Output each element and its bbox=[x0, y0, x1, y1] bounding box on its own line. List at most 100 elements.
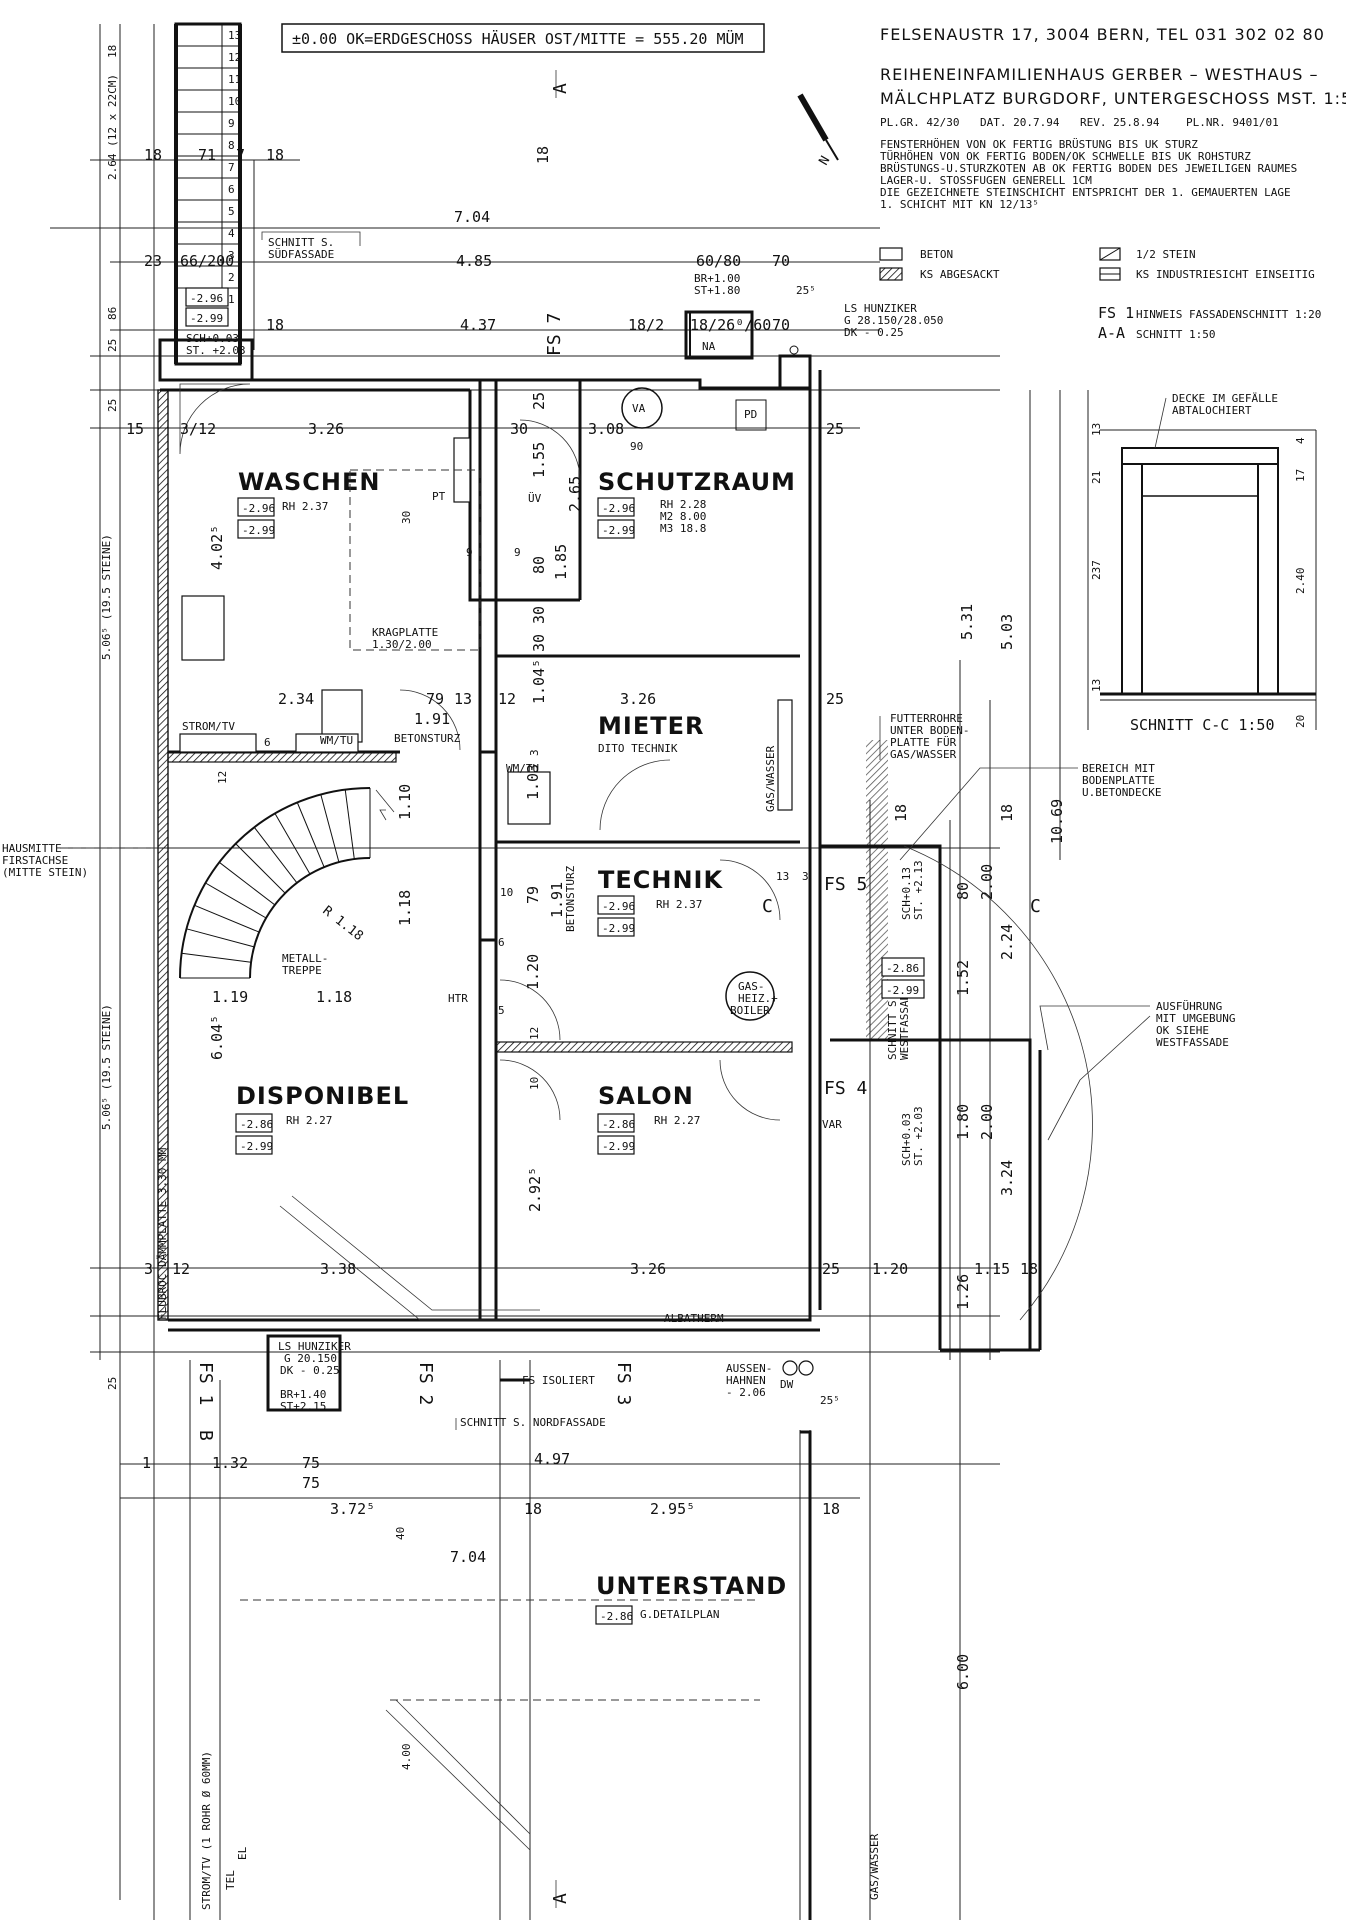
room-code-disponibel-2: -2.99 bbox=[240, 1140, 273, 1153]
dim-75-a: 75 bbox=[302, 1454, 320, 1472]
betonsturz-label: BETONSTURZ bbox=[394, 732, 461, 745]
plan-note-3: BRÜSTUNGS-U.STURZKOTEN AB OK FERTIG BODE… bbox=[880, 162, 1297, 175]
room-name-mieter: MIETER bbox=[598, 712, 704, 740]
gas-boiler-line2: HEIZ.+ bbox=[738, 992, 778, 1005]
room-extra-schutzraum-2: M3 18.8 bbox=[660, 522, 706, 535]
project-title-line1: REIHENEINFAMILIENHAUS GERBER – WESTHAUS … bbox=[880, 65, 1318, 84]
spiral-stair-tread bbox=[296, 802, 325, 868]
pt-label: PT bbox=[432, 490, 446, 503]
gas-wasser-label: GAS/WASSER bbox=[764, 745, 777, 812]
room-rh-waschen: RH 2.37 bbox=[282, 500, 328, 513]
room-name-schutzraum: SCHUTZRAUM bbox=[598, 468, 796, 496]
fs-marker-2: FS 2 bbox=[415, 1362, 436, 1405]
dim-10: 10 bbox=[500, 886, 513, 899]
spiral-stair-tread bbox=[253, 826, 298, 884]
dim-10-69: 10.69 bbox=[1048, 799, 1066, 844]
reference-level-text: ±0.00 OK=ERDGESCHOSS HÄUSER OST/MITTE = … bbox=[292, 29, 744, 48]
cut-marker-c-left: C bbox=[762, 896, 773, 917]
stair-step-number: 11 bbox=[228, 73, 241, 86]
sch-top-line1: SCH+0.03 bbox=[186, 332, 239, 345]
dim-30-d: 30 bbox=[400, 511, 413, 524]
room-rh-schutzraum: RH 2.28 bbox=[660, 498, 706, 511]
dim-10-b: 10 bbox=[528, 1077, 541, 1090]
dim-minus-2-99: -2.99 bbox=[886, 984, 919, 997]
room-code-waschen-1: -2.96 bbox=[242, 502, 275, 515]
dim-25-c: 25 bbox=[826, 690, 844, 708]
dim-18-g-right: 18 bbox=[892, 804, 910, 822]
legend: BETON KS ABGESACKT 1/2 STEIN KS INDUSTRI… bbox=[879, 247, 1321, 342]
section-cc-dim-2: 21 bbox=[1090, 471, 1103, 484]
dim-1-55: 1.55 bbox=[530, 442, 548, 478]
sch-lower-line2: ST. +2.03 bbox=[912, 1106, 925, 1166]
pd-label: PD bbox=[744, 408, 757, 421]
legend-symbol-half-stone bbox=[1099, 247, 1121, 261]
room-code-unterstand-1: -2.86 bbox=[600, 1610, 633, 1623]
aussenhahnen-line3: - 2.06 bbox=[726, 1386, 766, 1399]
building-walls bbox=[157, 310, 1042, 1920]
dim-2-00-a: 2.00 bbox=[978, 1104, 996, 1140]
dim-71: 71 bbox=[198, 146, 216, 164]
dim-stair-code-2: -2.99 bbox=[190, 312, 223, 325]
pd-box bbox=[735, 399, 767, 431]
plan-meta-2: DAT. 20.7.94 bbox=[980, 116, 1060, 129]
hausmitte-line2: FIRSTACHSE bbox=[2, 854, 68, 867]
dim-1-15: 1.15 bbox=[974, 1260, 1010, 1278]
dim-3-26-c: 3.26 bbox=[630, 1260, 666, 1278]
ls-bottom-line3: DK - 0.25 bbox=[280, 1364, 340, 1377]
dim-6-b: 6 bbox=[498, 936, 505, 949]
metall-treppe-line2: TREPPE bbox=[282, 964, 322, 977]
fs-isoliert-label: FS ISOLIERT bbox=[522, 1374, 595, 1387]
room-rh-disponibel: RH 2.27 bbox=[286, 1114, 332, 1127]
ls-bottom-line2: G 20.150 bbox=[284, 1352, 337, 1365]
daemmplatte-label: FLUBROC DÄMMPLATTE 3.30 MM bbox=[156, 1147, 169, 1320]
dim-1-18-a: 1.18 bbox=[396, 890, 414, 926]
dim-9-a: 9 bbox=[466, 546, 473, 559]
fs-marker-4: FS 4 bbox=[824, 1078, 867, 1099]
dim-30-c: 30 bbox=[530, 634, 548, 652]
dim-30: 30 bbox=[510, 420, 528, 438]
dim-75-b: 75 bbox=[302, 1474, 320, 1492]
va-label: VA bbox=[632, 402, 646, 415]
room-extra-schutzraum-1: M2 8.00 bbox=[660, 510, 706, 523]
bereich-line2: BODENPLATTE bbox=[1082, 774, 1155, 787]
dim-6-00: 6.00 bbox=[954, 1654, 972, 1690]
dim-3-c: 3 bbox=[802, 870, 809, 883]
section-cc-note-2: ABTALOCHIERT bbox=[1172, 404, 1252, 417]
dim-2-00-b: 2.00 bbox=[978, 864, 996, 900]
dim-1-26: 1.26 bbox=[954, 1274, 972, 1310]
kragplatte-line1: KRAGPLATTE bbox=[372, 626, 438, 639]
gas-boiler-line1: GAS- bbox=[738, 980, 765, 993]
legend-fs-label: HINWEIS FASSADENSCHNITT 1:20 bbox=[1136, 308, 1321, 321]
dim-25-left: 25 bbox=[106, 339, 119, 352]
dim-5-03: 5.03 bbox=[998, 614, 1016, 650]
dim-1-10: 1.10 bbox=[396, 784, 414, 820]
dim-18-stair: 18 bbox=[106, 45, 119, 58]
stair-step-number: 10 bbox=[228, 95, 241, 108]
room-code-schutzraum-2: -2.99 bbox=[602, 524, 635, 537]
dim-18-a: 18 bbox=[144, 146, 162, 164]
spiral-stair-tread bbox=[194, 904, 260, 933]
ausfuehrung-line1: AUSFÜHRUNG bbox=[1156, 1000, 1222, 1013]
room-unterstand: UNTERSTAND -2.86 G.DETAILPLAN bbox=[595, 1572, 786, 1625]
uev-label: ÜV bbox=[528, 492, 542, 505]
legend-label-ks-industrie: KS INDUSTRIESICHT EINSEITIG bbox=[1136, 268, 1315, 281]
dim-1-03: 1.03 bbox=[524, 764, 542, 800]
betonsturz-label-2: BETONSTURZ bbox=[564, 865, 577, 932]
dim-15: 15 bbox=[126, 420, 144, 438]
stair-step-number: 2 bbox=[228, 271, 235, 284]
dim-12-d: 12 bbox=[172, 1260, 190, 1278]
ls-top-line1: LS HUNZIKER bbox=[844, 302, 917, 315]
legend-symbol-beton bbox=[879, 247, 903, 261]
dim-25-e: 25 bbox=[106, 399, 119, 412]
dim-7-04-b: 7.04 bbox=[450, 1548, 486, 1566]
room-code-technik-1: -2.96 bbox=[602, 900, 635, 913]
dim-6-045: 6.04⁵ bbox=[208, 1015, 226, 1060]
dim-3-24: 3.24 bbox=[998, 1160, 1016, 1196]
legend-symbol-ks-industrie bbox=[1099, 267, 1121, 281]
na-label: NA bbox=[702, 340, 716, 353]
dim-2-34: 2.34 bbox=[278, 690, 314, 708]
spiral-stair-tread bbox=[181, 952, 252, 963]
ausfuehrung-line3: OK SIEHE bbox=[1156, 1024, 1209, 1037]
kragplatte-line2: 1.30/2.00 bbox=[372, 638, 432, 651]
